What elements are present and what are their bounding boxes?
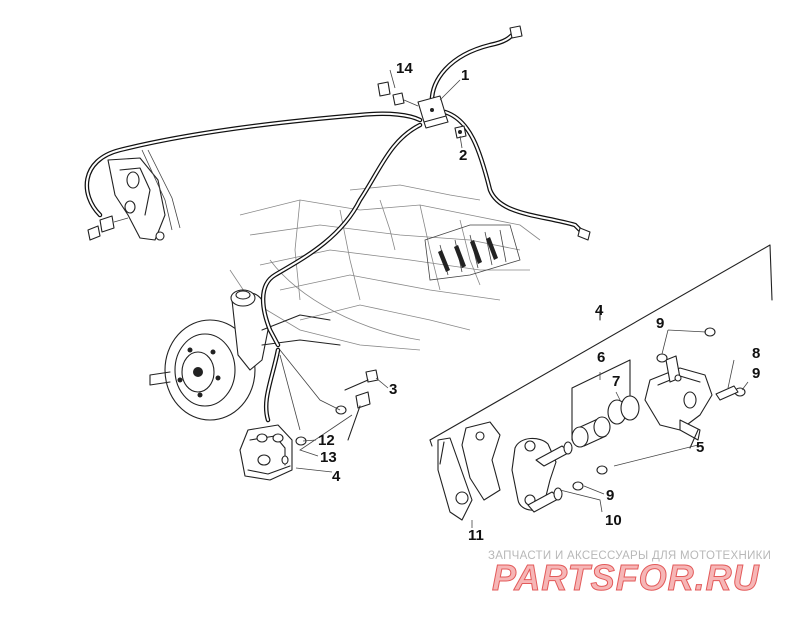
caliper-body xyxy=(644,355,713,449)
callout-11: 11 xyxy=(468,527,484,544)
callout-8: 8 xyxy=(752,345,760,362)
assembled-caliper xyxy=(239,424,293,481)
callout-14: 14 xyxy=(396,60,413,77)
callout-3: 3 xyxy=(389,381,397,398)
washer-12 xyxy=(295,405,347,446)
bolt-13 xyxy=(347,391,371,441)
callout-1: 1 xyxy=(461,67,469,84)
callout-2: 2 xyxy=(459,147,467,164)
radiator-grille xyxy=(424,224,521,281)
bolt-3 xyxy=(344,369,379,391)
bolt-14 xyxy=(377,81,419,107)
caliper-bracket xyxy=(511,437,603,513)
callout-9-bottom: 9 xyxy=(606,487,614,504)
callout-4-lower: 4 xyxy=(332,468,341,485)
piston-seals xyxy=(607,391,640,425)
brake-pads xyxy=(437,421,501,528)
watermark-logo-text: PARTSFOR.RU xyxy=(492,557,760,596)
callout-7: 7 xyxy=(612,373,620,390)
bleeder-valve xyxy=(715,359,739,401)
hose-junction-block xyxy=(417,95,449,129)
callout-6: 6 xyxy=(597,349,605,366)
exploded-view-frame xyxy=(429,244,773,447)
wheel-hub xyxy=(149,319,256,421)
callout-9-right: 9 xyxy=(752,365,760,382)
leader-lines-exploded xyxy=(583,329,749,495)
atv-frame-outline xyxy=(229,184,541,351)
left-caliper xyxy=(87,149,181,241)
callout-4-upper: 4 xyxy=(595,302,604,319)
bolt-2 xyxy=(454,125,467,139)
piston xyxy=(571,359,631,448)
steering-knuckle xyxy=(230,289,341,371)
callout-9-top: 9 xyxy=(656,315,664,332)
callout-labels: 14 1 2 3 12 13 4 4 9 6 7 8 9 5 9 10 11 xyxy=(318,60,760,544)
callout-12: 12 xyxy=(318,432,335,449)
brake-hose-assembly xyxy=(84,25,591,423)
callout-5: 5 xyxy=(696,439,704,456)
watermark-logo: PARTSFOR.RU xyxy=(492,557,760,597)
leader-lines-upper xyxy=(279,69,463,473)
watermark-tagline: ЗАПЧАСТИ И АКСЕССУАРЫ ДЛЯ МОТОТЕХНИКИ xyxy=(488,550,772,562)
washer-9 xyxy=(572,327,746,491)
callout-10: 10 xyxy=(605,512,622,529)
callout-13: 13 xyxy=(320,449,337,466)
